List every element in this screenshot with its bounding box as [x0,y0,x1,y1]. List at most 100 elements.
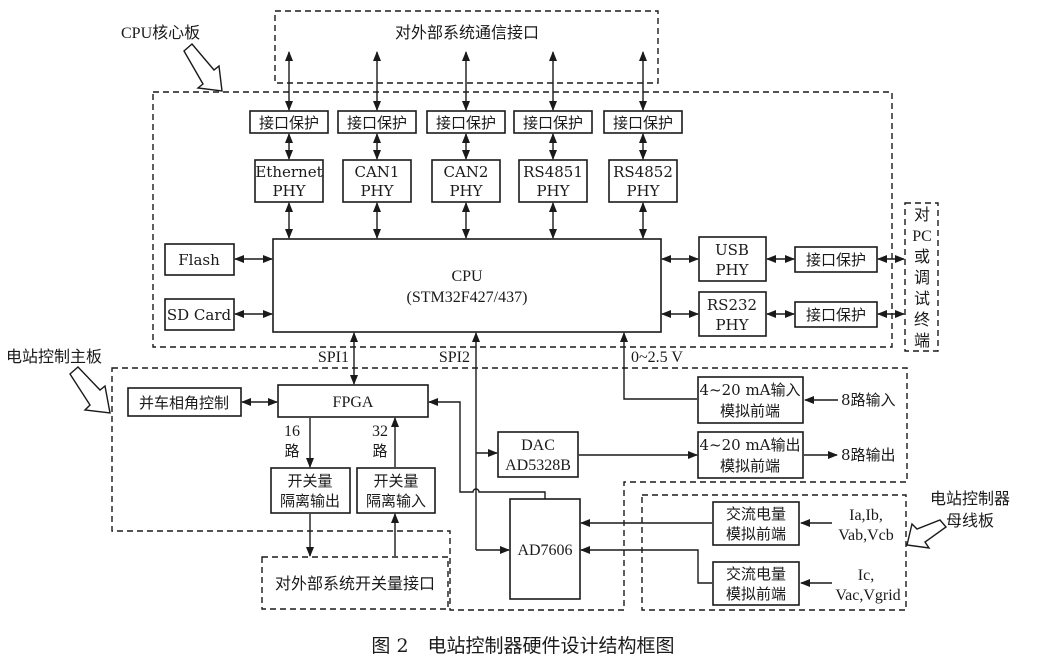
cpu-model-label: (STM32F427/437) [407,289,528,306]
main-board-label: 电站控制主板 [6,348,102,366]
spi2-label: SPI2 [439,349,470,366]
dac-box [497,431,579,478]
main-board-region [111,367,908,611]
external-switch-label: 对外部系统开关量接口 [275,575,435,593]
backplane-label-line1: 电站控制器 [930,490,1010,508]
cpu-board-pointer-arrow-icon [183,43,223,92]
svg-text:接口保护: 接口保护 [806,251,866,269]
main-board-pointer-arrow-icon [69,366,111,414]
svg-text:接口保护: 接口保护 [523,114,583,132]
rs232-interface-protect-box [794,301,878,328]
out-channel-count: 16 [284,423,300,440]
svg-text:或: 或 [914,248,930,266]
ac1-signal-line1: Ia,Ib, [849,507,883,524]
usb-phy-box [698,236,767,282]
rs232-phy-box [698,291,767,337]
fpga-box [277,384,429,418]
spi1-label: SPI1 [318,349,349,366]
switch-isolated-input-box [356,467,436,514]
comm-column-can2: 接口保护 CAN2 PHY [426,51,506,239]
adc-to-fpga-link [428,398,546,499]
sync-angle-control-label: 并车相角控制 [139,394,229,412]
ac2-signal-line1: Ic, [858,567,874,584]
svg-text:PHY: PHY [360,182,394,200]
svg-text:模拟前端: 模拟前端 [726,585,786,603]
svg-text:AD5328B: AD5328B [505,457,571,474]
ac-frontend-1-box [712,501,800,546]
svg-text:交流电量: 交流电量 [726,505,786,523]
svg-text:开关量: 开关量 [287,472,332,490]
out-channel-unit: 路 [284,442,299,460]
in-channel-unit: 路 [372,442,387,460]
ac2-signal-line2: Vac,Vgrid [835,587,900,604]
svg-text:Ethernet: Ethernet [255,163,322,181]
svg-text:PHY: PHY [715,316,749,334]
adc-label: AD7606 [517,542,572,559]
cpu-board-label: CPU核心板 [121,24,200,42]
backplane-region [641,494,907,611]
backplane-label-line2: 母线板 [946,512,994,530]
comm-column-rs4851: 接口保护 RS4851 PHY [513,51,593,239]
svg-text:4~20 mA输入: 4~20 mA输入 [699,381,800,399]
rs4852-phy-box [608,159,678,203]
ma-input-frontend-box [697,376,804,424]
svg-text:RS4852: RS4852 [613,163,673,181]
ma-output-signal: 8路输出 [841,446,896,464]
comm-column-rs4852: 接口保护 RS4852 PHY [603,51,683,239]
cpu-board-region [152,91,893,348]
sd-card-label: SD Card [167,306,232,324]
in-channel-count: 32 [372,423,388,440]
svg-text:模拟前端: 模拟前端 [720,402,780,420]
svg-text:端: 端 [914,332,930,350]
svg-text:PHY: PHY [536,182,570,200]
svg-text:开关量: 开关量 [373,472,418,490]
svg-text:PHY: PHY [626,182,660,200]
can2-phy-box [431,159,501,203]
svg-text:终: 终 [914,311,930,329]
figure-caption: 图 2 电站控制器硬件设计结构框图 [371,635,674,657]
svg-text:接口保护: 接口保护 [347,114,407,132]
switch-isolated-output-box [270,467,351,514]
fpga-label: FPGA [333,394,374,411]
svg-text:RS232: RS232 [707,296,757,314]
flash-label: Flash [178,251,220,269]
svg-text:PHY: PHY [715,261,749,279]
svg-text:PC: PC [912,228,932,245]
svg-text:试: 试 [914,290,930,308]
svg-text:模拟前端: 模拟前端 [726,525,786,543]
external-comm-region [274,10,659,84]
comm-column-can1: 接口保护 CAN1 PHY [337,51,417,239]
svg-text:CAN2: CAN2 [444,163,489,181]
svg-text:调: 调 [914,269,930,287]
svg-text:隔离输出: 隔离输出 [280,492,340,510]
sync-angle-control-box [127,387,242,417]
svg-text:接口保护: 接口保护 [436,114,496,132]
adc-box [509,498,581,600]
external-switch-region [261,556,449,610]
cpu-label: CPU [451,268,483,285]
flash-box [164,243,235,276]
ma-output-frontend-box [697,431,804,479]
svg-text:DAC: DAC [521,437,555,454]
ac2-to-adc [580,546,712,584]
svg-text:对: 对 [914,206,930,224]
svg-text:PHY: PHY [449,182,483,200]
svg-text:接口保护: 接口保护 [613,114,673,132]
svg-text:PHY: PHY [272,182,306,200]
external-comm-label: 对外部系统通信接口 [395,24,539,42]
backplane-pointer-arrow-icon [906,519,948,549]
sd-card-box [164,298,235,331]
svg-text:CAN1: CAN1 [355,163,400,181]
ac1-signal-line2: Vab,Vcb [838,527,894,544]
svg-text:隔离输入: 隔离输入 [366,492,426,510]
analog-input-bus [620,332,697,400]
comm-column-ethernet: 接口保护 Ethernet PHY [249,51,329,239]
svg-text:RS4851: RS4851 [523,163,583,181]
svg-text:接口保护: 接口保护 [259,114,319,132]
pc-terminal-label: 对 PC 或 调 试 终 端 [912,206,932,350]
ma-input-signal: 8路输入 [841,391,896,409]
svg-text:模拟前端: 模拟前端 [720,457,780,475]
ac-frontend-2-box [712,561,800,606]
analog-range-label: 0~2.5 V [631,349,683,366]
